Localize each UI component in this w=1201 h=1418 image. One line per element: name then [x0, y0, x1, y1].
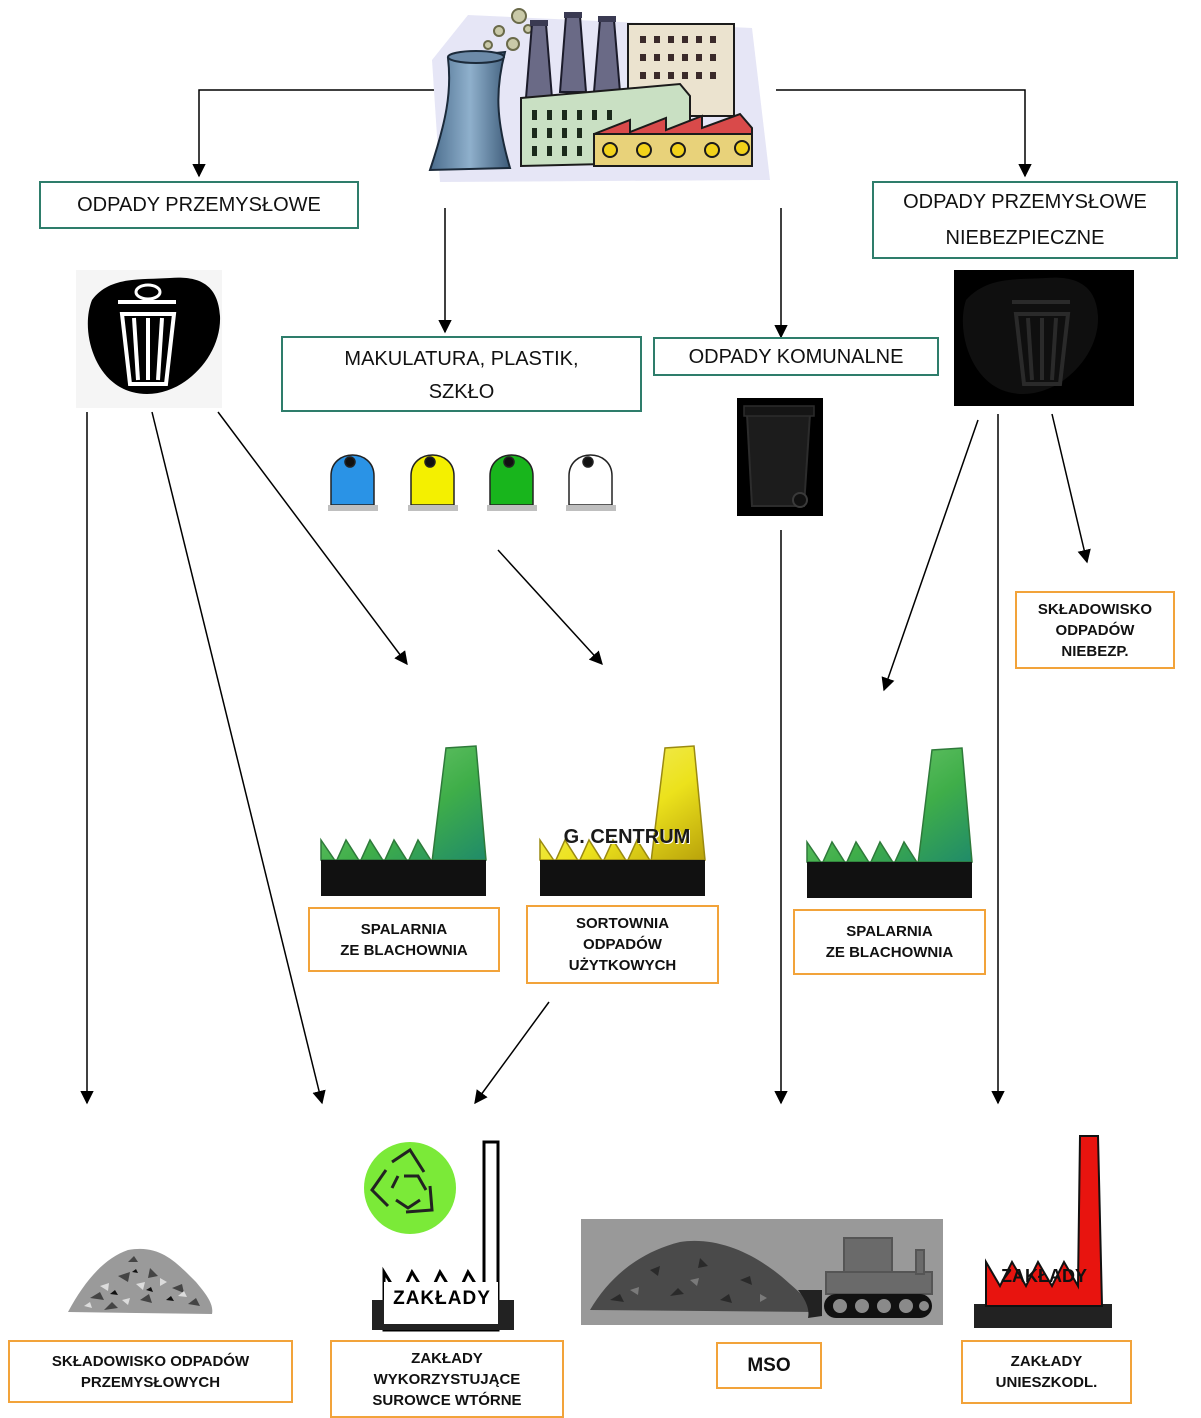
disposal-plant-icon: [974, 1135, 1112, 1328]
incinerator-left-line2: ZE BLACHOWNIA: [340, 941, 468, 959]
incinerator-right-box: SPALARNIA ZE BLACHOWNIA: [793, 909, 986, 975]
recycling-plant-sign: ZAKŁADY: [393, 1288, 491, 1309]
incinerator-factory-icon: [320, 745, 487, 896]
trash-bin-icon: [76, 270, 222, 408]
hazardous-waste-box: ODPADY PRZEMYSŁOWE NIEBEZPIECZNE: [872, 181, 1178, 259]
waste-pile-icon: [68, 1248, 213, 1314]
industrial-landfill-line1: SKŁADOWISKO ODPADÓW: [51, 1352, 250, 1370]
industrial-waste-box: ODPADY PRZEMYSŁOWE: [39, 181, 359, 229]
hazard-landfill-line3: NIEBEZP.: [1061, 642, 1129, 660]
recycling-plant-icon: [372, 1140, 514, 1332]
recyclables-label-line2: SZKŁO: [428, 381, 495, 403]
incinerator-right-line2: ZE BLACHOWNIA: [825, 944, 954, 961]
recyclables-label-line1: MAKULATURA, PLASTIK,: [344, 348, 579, 370]
industrial-landfill-line2: PRZEMYSŁOWYCH: [80, 1373, 221, 1391]
incinerator-left-box: SPALARNIA ZE BLACHOWNIA: [308, 907, 500, 972]
arrow-industrial-to-incinerator: [217, 411, 408, 666]
arrow-top-to-hazardous: [776, 89, 1032, 178]
recycling-plants-box: ZAKŁADY WYKORZYSTUJĄCE SUROWCE WTÓRNE: [330, 1340, 564, 1418]
disposal-plants-box: ZAKŁADY UNIESZKODL.: [961, 1340, 1132, 1404]
hazardous-waste-label-line2: NIEBEZPIECZNE: [945, 227, 1105, 249]
arrow-top-to-industrial: [192, 89, 437, 178]
incinerator-left-line1: SPALARNIA: [360, 920, 448, 938]
factory-sign: G. CENTRUM: [563, 826, 691, 848]
arrow-bins-to-sorting: [497, 549, 603, 665]
recycling-plants-line3: SUROWCE WTÓRNE: [372, 1391, 522, 1409]
hazard-landfill-line2: ODPADÓW: [1055, 621, 1135, 639]
trash-bin-icon: [954, 270, 1134, 406]
sorting-line1: SORTOWNIA: [575, 915, 670, 932]
industrial-landfill-box: SKŁADOWISKO ODPADÓW PRZEMYSŁOWYCH: [8, 1340, 293, 1403]
arrow-hazard-to-landfill: [1051, 413, 1091, 564]
sorting-line3: UŻYTKOWYCH: [568, 957, 677, 974]
mso-box: MSO: [716, 1342, 822, 1389]
hazard-landfill-line1: SKŁADOWISKO: [1037, 600, 1153, 618]
sorting-box: SORTOWNIA ODPADÓW UŻYTKOWYCH: [526, 905, 719, 984]
hazardous-waste-label-line1: ODPADY PRZEMYSŁOWE: [903, 191, 1147, 213]
recycling-plants-line2: WYKORZYSTUJĄCE: [373, 1370, 521, 1388]
recycling-plants-line1: ZAKŁADY: [411, 1349, 483, 1367]
industrial-waste-label: ODPADY PRZEMYSŁOWE: [77, 194, 321, 216]
arrow-sorting-to-recycling: [474, 1001, 550, 1105]
incinerator-factory-icon: [806, 747, 973, 898]
mso-label: MSO: [747, 1355, 791, 1376]
factory-complex-icon: [428, 8, 770, 182]
recyclables-box: MAKULATURA, PLASTIK, SZKŁO: [281, 336, 642, 412]
hazard-landfill-box: SKŁADOWISKO ODPADÓW NIEBEZP.: [1015, 591, 1175, 669]
municipal-waste-box: ODPADY KOMUNALNE: [653, 337, 939, 376]
bulldozer-icon: [581, 1219, 943, 1325]
recycle-symbol-icon: [364, 1142, 456, 1234]
disposal-plants-line2: UNIESZKODL.: [995, 1374, 1098, 1391]
sorting-line2: ODPADÓW: [583, 936, 662, 953]
sorting-factory-icon: [539, 745, 706, 896]
incinerator-right-line1: SPALARNIA: [846, 923, 933, 940]
municipal-waste-label: ODPADY KOMUNALNE: [688, 345, 904, 368]
arrow-hazard-to-incinerator: [881, 419, 979, 692]
recycling-container-icon: [328, 454, 616, 511]
arrow-industrial-to-recycling: [151, 411, 326, 1105]
disposal-plant-sign: ZAKŁADY: [1001, 1266, 1087, 1286]
disposal-plants-line1: ZAKŁADY: [1010, 1353, 1083, 1370]
wheelie-bin-icon: [737, 398, 823, 516]
connectors: [80, 89, 1091, 1105]
